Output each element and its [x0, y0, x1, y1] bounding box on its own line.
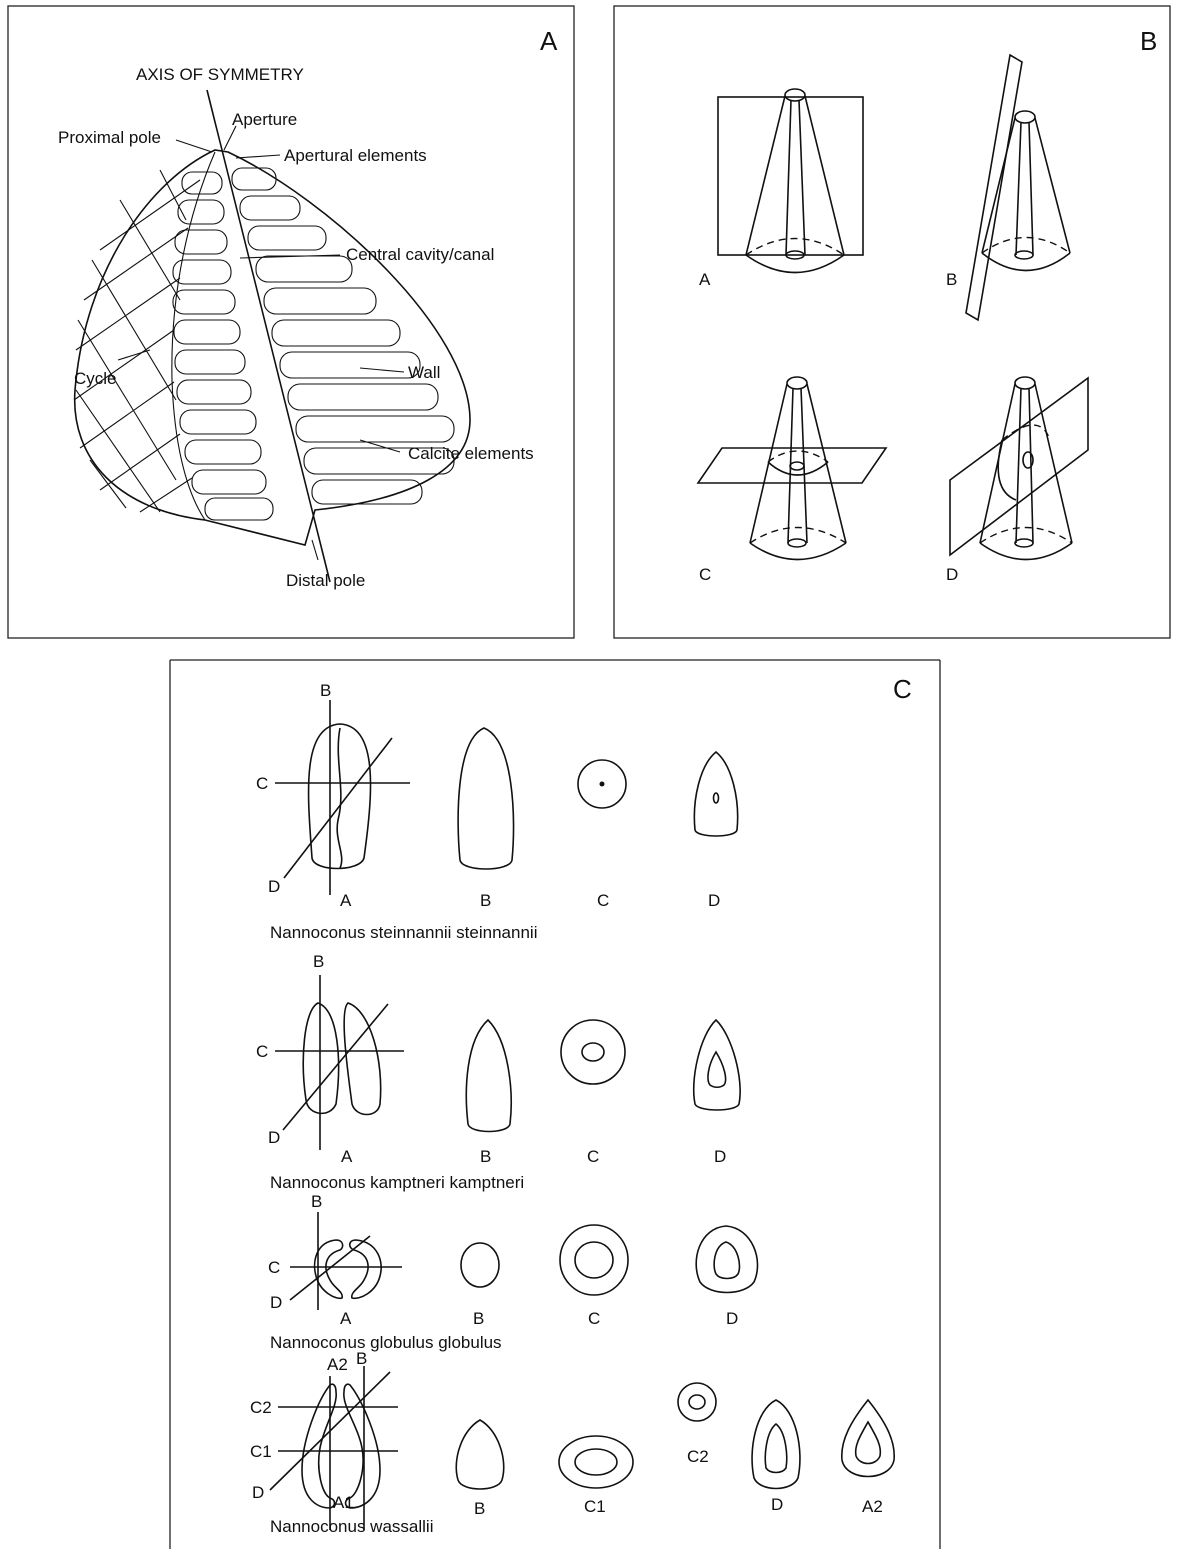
section-label: D: [714, 1147, 726, 1166]
nannocone-longitudinal-left: [302, 1384, 336, 1508]
section-d: [694, 752, 737, 836]
cut-label-a2: A2: [327, 1355, 348, 1374]
section-label: C: [588, 1309, 600, 1328]
section-label: A2: [862, 1497, 883, 1516]
cone-view-d: D: [946, 377, 1088, 584]
panel-a-frame: [8, 6, 574, 638]
cone-view-a: A: [699, 89, 863, 289]
section-label: C: [597, 891, 609, 910]
section-label: B: [480, 891, 491, 910]
species-row: B C D A B C D Nannoconus globulus globul…: [268, 1192, 758, 1352]
view-a-label: A: [699, 270, 711, 289]
left-wall-elements: [173, 172, 273, 520]
apertural-elements-label: Apertural elements: [284, 146, 427, 165]
section-plane: [966, 55, 1022, 320]
species-name: Nannoconus kamptneri kamptneri: [270, 1173, 524, 1192]
cut-label-b: B: [313, 952, 324, 971]
panel-b-letter: B: [1140, 26, 1157, 56]
section-d: [694, 1020, 740, 1110]
section-d: [752, 1400, 800, 1489]
wall-leader: [360, 368, 404, 372]
section-label: C: [587, 1147, 599, 1166]
cut-label-c1: C1: [250, 1442, 272, 1461]
section-label: C1: [584, 1497, 606, 1516]
species-name: Nannoconus globulus globulus: [270, 1333, 502, 1352]
section-c: [560, 1225, 628, 1295]
panel-a-letter: A: [540, 26, 558, 56]
cut-label-b: B: [320, 681, 331, 700]
view-b-label: B: [946, 270, 957, 289]
section-b: [458, 728, 513, 869]
species-row: B C D A B C D Nannoconus steinnannii ste…: [256, 681, 738, 942]
view-d-label: D: [946, 565, 958, 584]
cut-label-d: D: [268, 877, 280, 896]
cut-label-d: D: [270, 1293, 282, 1312]
cut-label-b: B: [356, 1349, 367, 1368]
cut-line-d: [283, 1004, 388, 1130]
cut-label-c: C: [256, 774, 268, 793]
cut-label-d: D: [268, 1128, 280, 1147]
panel-b: B A B: [614, 6, 1170, 638]
section-b: [461, 1243, 499, 1287]
cycle-label: Cycle: [74, 369, 117, 388]
section-c2: [678, 1383, 716, 1421]
cut-label-c2: C2: [250, 1398, 272, 1417]
section-a2: [842, 1400, 894, 1477]
section-b: [466, 1020, 511, 1132]
cut-label-b: B: [311, 1192, 322, 1211]
section-label: A: [340, 891, 352, 910]
view-c-label: C: [699, 565, 711, 584]
calcite-elements-label: Calcite elements: [408, 444, 534, 463]
cut-label-a1: A1: [333, 1493, 354, 1512]
cut-label-d: D: [252, 1483, 264, 1502]
wall-label: Wall: [408, 363, 440, 382]
section-label: A: [340, 1309, 352, 1328]
aperture-leader: [224, 126, 236, 150]
cone-view-b: B: [946, 55, 1070, 320]
species-row: B C D A B C D Nannoconus kamptneri kampt…: [256, 952, 740, 1192]
proximal-pole-leader: [176, 140, 212, 152]
axis-of-symmetry-label: AXIS OF SYMMETRY: [136, 65, 304, 84]
cut-label-c: C: [268, 1258, 280, 1277]
cut-line-d: [290, 1236, 370, 1300]
proximal-pole-label: Proximal pole: [58, 128, 161, 147]
nannocone-longitudinal-right: [344, 1384, 380, 1508]
panel-a: A: [8, 6, 574, 638]
species-name: Nannoconus steinnannii steinnannii: [270, 923, 537, 942]
section-c1: [559, 1436, 633, 1488]
section-label: B: [480, 1147, 491, 1166]
nannocone-outline: [75, 150, 470, 545]
species-row: A2 B C2 C1 D A1 B C1 C2 D A2 Nannoconus …: [250, 1349, 894, 1536]
section-label: A: [341, 1147, 353, 1166]
section-plane: [698, 448, 886, 483]
section-d: [696, 1226, 757, 1293]
species-name: Nannoconus wassallii: [270, 1517, 433, 1536]
nannocone-longitudinal-left: [303, 1003, 338, 1113]
panel-b-frame: [614, 6, 1170, 638]
section-c: [561, 1020, 625, 1084]
section-label: D: [708, 891, 720, 910]
cone-view-c: C: [698, 377, 886, 584]
section-label: B: [474, 1499, 485, 1518]
apertural-elements-leader: [236, 155, 280, 158]
distal-pole-label: Distal pole: [286, 571, 365, 590]
section-label: D: [771, 1495, 783, 1514]
cut-label-c: C: [256, 1042, 268, 1061]
aperture-label: Aperture: [232, 110, 297, 129]
distal-pole-leader: [312, 540, 318, 560]
panel-c-letter: C: [893, 674, 912, 704]
section-label: D: [726, 1309, 738, 1328]
section-label: C2: [687, 1447, 709, 1466]
panel-c: C B C D A B C D Nannoconus steinnannii s…: [170, 660, 940, 1549]
section-label: B: [473, 1309, 484, 1328]
section-b: [456, 1420, 503, 1489]
central-cavity-label: Central cavity/canal: [346, 245, 494, 264]
